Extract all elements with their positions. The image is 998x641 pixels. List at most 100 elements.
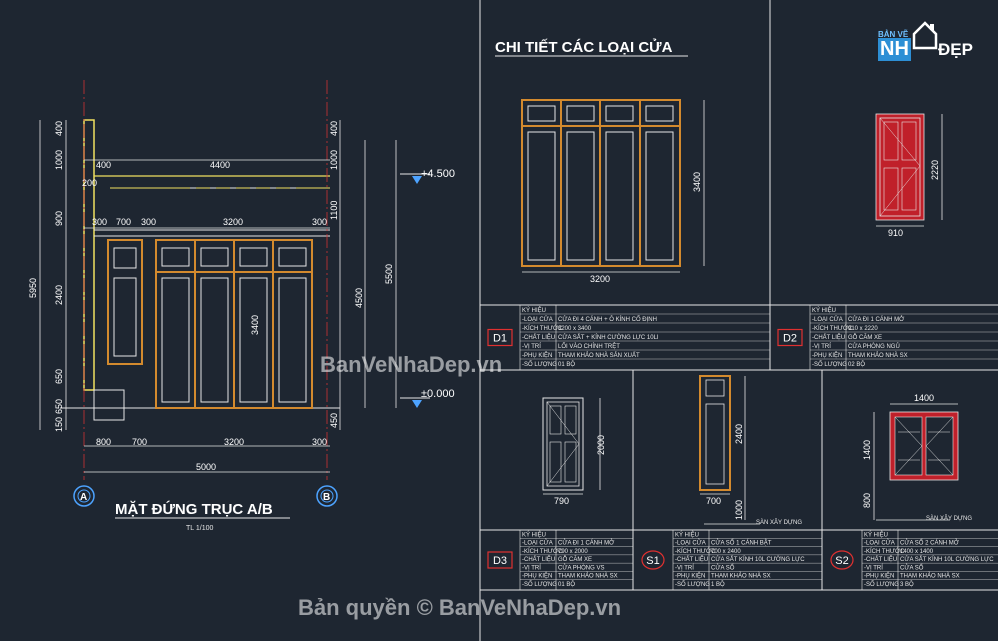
dim-label: 650 <box>54 399 64 414</box>
dim-label: 650 <box>54 369 64 384</box>
schedule-row-value: CỬA SỔ <box>900 564 924 571</box>
elevation-title: MẶT ĐỨNG TRỤC A/B <box>115 500 273 518</box>
schedule-row-label: -KÍCH THƯỚC <box>675 548 716 555</box>
schedule-row-value: CỬA SỔ <box>711 564 735 571</box>
schedule-row-label: -PHỤ KIỆN <box>675 572 705 580</box>
schedule-row-label: -PHỤ KIỆN <box>522 572 552 580</box>
dim-label: 200 <box>82 178 97 188</box>
dim-total-right: 5500 <box>384 264 394 284</box>
dim-label: 3200 <box>590 274 610 284</box>
schedule-row-value: GỖ CĂM XE <box>558 556 592 563</box>
schedule-row-value: CỬA SỔ 2 CÁNH MỞ <box>900 540 959 547</box>
dim-label: 800 <box>96 437 111 447</box>
watermark-bottom: Bản quyền © BanVeNhaDep.vn <box>298 595 622 620</box>
elevation-window-s1 <box>107 239 143 365</box>
schedule-row-value: CỬA ĐI 1 CÁNH MỞ <box>848 316 904 323</box>
dim-label: 1000 <box>734 500 744 520</box>
schedule-row-label: -PHỤ KIỆN <box>864 572 894 580</box>
level-zero-label: ±0.000 <box>421 388 455 400</box>
house-icon <box>912 20 938 50</box>
schedule-row-value: CỬA ĐI 1 CÁNH MỞ <box>558 540 614 547</box>
dim-label: 900 <box>54 211 64 226</box>
schedule-row-label: -CHẤT LIỆU <box>522 555 555 563</box>
schedule-row-value: GỖ CĂM XE <box>848 334 882 341</box>
dim-label: 700 <box>132 437 147 447</box>
schedule-code: S2 <box>835 555 848 567</box>
schedule-row-label: -SỐ LƯỢNG <box>675 581 710 588</box>
elevation-scale: TL 1/100 <box>186 525 213 532</box>
watermark-center: BanVeNhaDep.vn <box>320 352 503 377</box>
dim-label: 400 <box>329 121 339 136</box>
schedule-row-value: CỬA PHÒNG NGỦ <box>848 343 900 350</box>
dim-label: 2000 <box>596 435 606 455</box>
dim-label: 400 <box>96 160 111 170</box>
dim-label: 1400 <box>914 393 934 403</box>
dim-label: 700 <box>116 217 131 227</box>
tag-box <box>777 328 803 347</box>
schedule-row-label: -VỊ TRÍ <box>522 343 541 350</box>
dim-label: 4500 <box>354 288 364 308</box>
axis-bubble-b: B <box>316 485 338 507</box>
schedule-row-value: THAM KHẢO NHÀ SX <box>900 573 960 580</box>
schedule-row-label: -CHẤT LIỆU <box>522 333 555 341</box>
logo-dep-text: ĐẸP <box>938 40 973 59</box>
schedule-row-label: -VỊ TRÍ <box>675 564 694 571</box>
schedule-row-label: -CHẤT LIỆU <box>864 555 897 563</box>
schedule-row-value: 02 BỘ <box>848 361 865 368</box>
window-s1-detail: 700 2400 1000 SÀN XÂY DỰNG <box>699 375 802 526</box>
schedule-row-label: -LOẠI CỬA <box>675 540 706 547</box>
schedule-row-value: THAM KHẢO NHÀ SẢN XUẤT <box>558 352 640 359</box>
tag-ellipse <box>830 550 854 570</box>
schedule-row-label: -CHẤT LIỆU <box>675 555 708 563</box>
schedule-row-label: -PHỤ KIỆN <box>522 351 552 359</box>
schedule-row-value: THAM KHẢO NHÀ SX <box>558 573 618 580</box>
dim-label: 300 <box>92 217 107 227</box>
schedule-row-label: -LOẠI CỬA <box>812 316 843 323</box>
window-s2-detail: 1400 1400 800 SÀN XÂY DỰNG <box>862 393 972 522</box>
schedule-row-label: -SỐ LƯỢNG <box>812 361 847 368</box>
schedule-row-value: CỬA PHÒNG VS <box>558 564 604 571</box>
wall-column <box>83 119 95 391</box>
dim-label: 4400 <box>210 160 230 170</box>
schedule-row-value: 01 BỘ <box>558 361 575 368</box>
schedule-row-value: 1 BỘ <box>711 581 725 588</box>
bottom-dimensions: 800 700 3200 300 5000 <box>96 437 327 472</box>
dim-total-left: 5950 <box>28 278 38 298</box>
door-d2-detail: 910 2220 <box>875 113 943 238</box>
schedule-row-label: -CHẤT LIỆU <box>812 333 845 341</box>
level-marker-top: +4.500 <box>400 168 455 184</box>
left-dimensions: 400 1000 200 900 2400 650 650 150 5950 <box>28 121 97 432</box>
dim-label: 300 <box>141 217 156 227</box>
schedule-row-label: -VỊ TRÍ <box>522 564 541 571</box>
details-title: CHI TIẾT CÁC LOẠI CỬA <box>495 38 673 56</box>
schedule-row-label: KÝ HIỆU <box>522 306 546 314</box>
schedule-code: D1 <box>493 333 507 345</box>
dim-label: 300 <box>312 217 327 227</box>
dim-label: 2220 <box>930 160 940 180</box>
door-d3-detail: 790 2000 <box>542 397 606 506</box>
level-top-label: +4.500 <box>421 168 455 180</box>
dim-label: 1400 <box>862 440 872 460</box>
schedule-row-label: -SỐ LƯỢNG <box>522 361 557 368</box>
schedule-row-label: -PHỤ KIỆN <box>812 351 842 359</box>
schedule-row-value: CỬA SỔ 1 CÁNH BẬT <box>711 540 772 547</box>
tag-box <box>487 328 513 347</box>
schedule-row-label: -KÍCH THƯỚC <box>812 325 853 332</box>
schedule-row-label: -LOẠI CỬA <box>522 316 553 323</box>
dim-label: 3400 <box>692 172 702 192</box>
schedule-row-value: CỬA SẮT KÍNH 10L CƯỜNG LỰC <box>900 555 994 563</box>
axis-bubble-a: A <box>73 485 95 507</box>
sheet-frame <box>479 0 998 641</box>
schedule-row-label: -KÍCH THƯỚC <box>522 325 563 332</box>
schedule-row-value: THAM KHẢO NHÀ SX <box>848 352 908 359</box>
schedule-row-label: -VỊ TRÍ <box>812 343 831 350</box>
schedule-row-value: 01 BỘ <box>558 581 575 588</box>
dim-label: 2400 <box>54 285 64 305</box>
schedule-row-value: 1400 x 1400 <box>900 549 934 555</box>
logo-top-text: BẢN VẼ <box>878 30 909 39</box>
dim-label: 1000 <box>329 150 339 170</box>
dim-label: 1000 <box>54 150 64 170</box>
schedule-row-label: -VỊ TRÍ <box>864 564 883 571</box>
